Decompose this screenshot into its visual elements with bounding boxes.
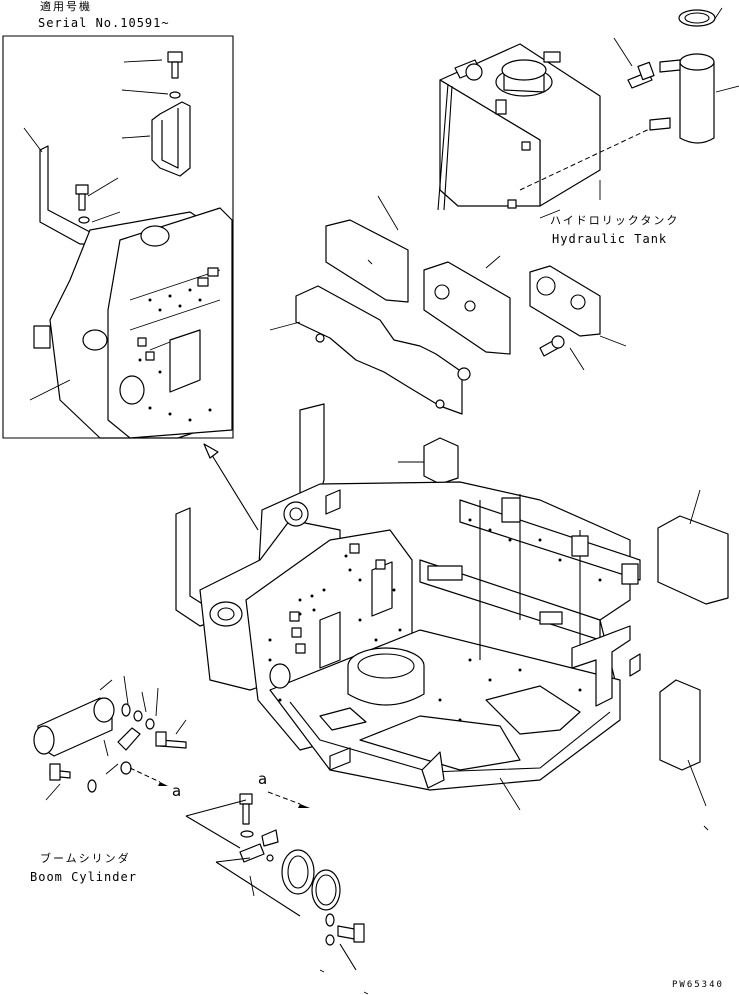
rear-pad (659, 679, 701, 771)
inset-boss (140, 225, 170, 247)
inset-bolt-mid (75, 184, 90, 224)
serial-range-label: Serial No.10591~ (38, 16, 170, 30)
cover-bolt (539, 335, 585, 371)
cover-plate-2 (423, 261, 511, 355)
inset-frame-side (107, 207, 233, 439)
inset-detail (2, 35, 234, 439)
tank-bolt (613, 37, 655, 89)
strainer (649, 7, 739, 144)
cover-plate-3 (529, 265, 601, 337)
main-frame (175, 403, 641, 811)
applicable-model-label-jp: 適用号機 (40, 0, 92, 13)
drawing-code: PW65340 (672, 980, 724, 990)
inset-bracket (151, 101, 191, 177)
inset-bolt-top (167, 51, 183, 99)
detail-view-arrow (203, 443, 259, 531)
reference-letter-a-left: a (172, 782, 182, 800)
cylinder-pin-parts (45, 675, 187, 801)
boom-cylinder-label-en: Boom Cylinder (30, 870, 137, 884)
reference-arrow (129, 767, 310, 808)
seal-plate (295, 285, 463, 415)
boom-cylinder (33, 679, 115, 757)
reference-letter-a-right: a (258, 770, 268, 788)
hydraulic-tank (437, 43, 661, 211)
hydraulic-tank-label-en: Hydraulic Tank (552, 232, 668, 246)
hydraulic-tank-label-jp: ハイドロリックタンク (550, 214, 680, 227)
side-pad (657, 515, 729, 605)
cover-plate-1 (325, 219, 409, 303)
spacer-block (423, 437, 459, 485)
lower-parts (185, 793, 365, 971)
boom-cylinder-label-jp: ブームシリンダ (40, 852, 131, 865)
